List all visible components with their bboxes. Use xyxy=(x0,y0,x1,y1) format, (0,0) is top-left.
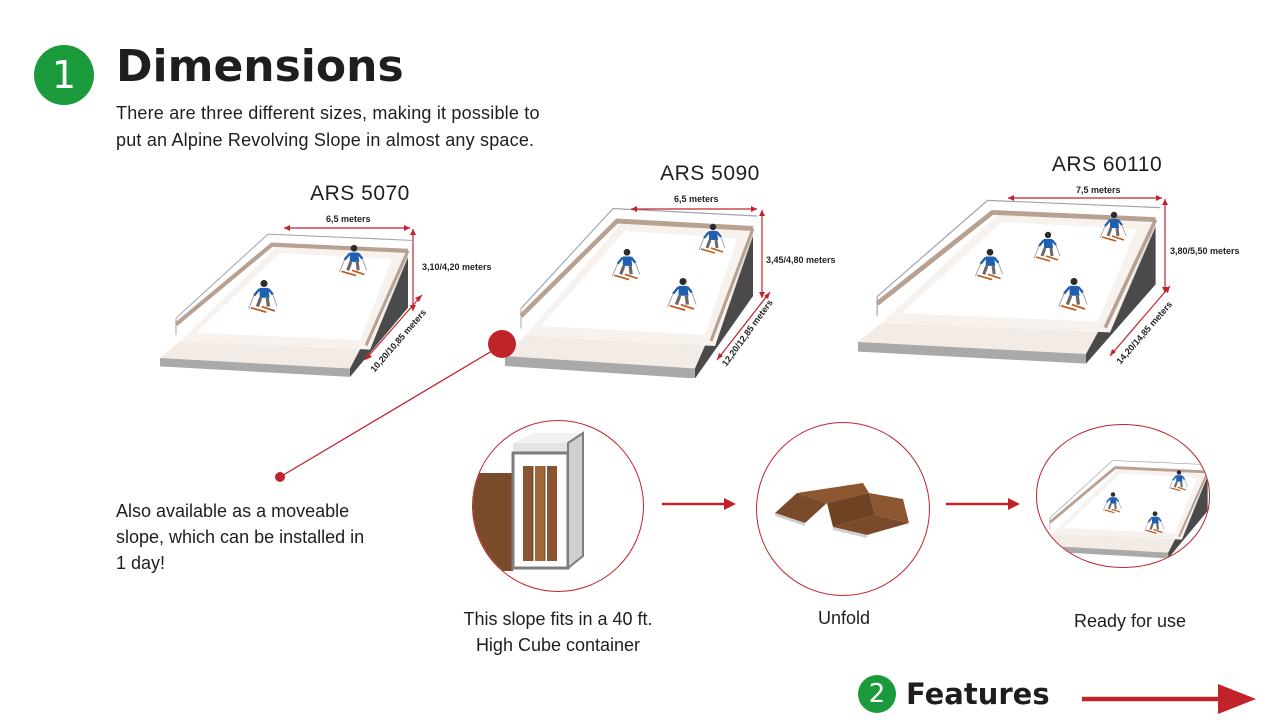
model-name: ARS 5090 xyxy=(660,162,760,185)
page-title: Dimensions xyxy=(116,41,404,92)
model-name: ARS 5070 xyxy=(310,182,410,205)
height-label: 3,80/5,50 meters xyxy=(1170,246,1240,256)
ski-slope-illustration xyxy=(160,225,423,382)
moveable-line: 1 day! xyxy=(116,553,166,573)
step-caption: Unfold xyxy=(764,605,924,631)
step-caption: This slope fits in a 40 ft. High Cube co… xyxy=(428,606,688,658)
next-section-title[interactable]: Features xyxy=(906,677,1050,711)
container-step-circle xyxy=(472,420,644,592)
caption-line: High Cube container xyxy=(475,635,641,655)
moveable-description: Also available as a moveable slope, whic… xyxy=(116,498,416,576)
ready-step-circle xyxy=(1036,424,1210,568)
container-icon xyxy=(473,431,584,571)
intro-line: put an Alpine Revolving Slope in almost … xyxy=(116,130,535,150)
unfold-icon xyxy=(775,483,909,538)
caption-line: This slope fits in a 40 ft. xyxy=(463,609,653,629)
moveable-line: slope, which can be installed in xyxy=(116,527,365,547)
height-label: 3,45/4,80 meters xyxy=(766,255,836,265)
caption-line: Ready for use xyxy=(1073,611,1187,631)
ski-slope-illustration xyxy=(858,195,1171,370)
width-label: 6,5 meters xyxy=(674,194,719,204)
intro-line: There are three different sizes, making … xyxy=(116,103,540,123)
arrow-right-icon xyxy=(662,498,736,510)
ski-slope-illustration xyxy=(1037,459,1209,560)
caption-line: Unfold xyxy=(817,608,871,628)
width-label: 6,5 meters xyxy=(326,214,371,224)
unfold-step-circle xyxy=(756,422,930,596)
intro-text: There are three different sizes, making … xyxy=(116,100,636,154)
callout-line xyxy=(275,330,516,482)
next-section-number-badge[interactable]: 2 xyxy=(858,675,896,713)
moveable-line: Also available as a moveable xyxy=(116,501,350,521)
width-label: 7,5 meters xyxy=(1076,185,1121,195)
ski-slope-illustration xyxy=(505,206,771,378)
next-section-number: 2 xyxy=(868,679,886,709)
section-number-badge: 1 xyxy=(34,45,94,105)
arrow-right-icon[interactable] xyxy=(1082,682,1262,716)
step-caption: Ready for use xyxy=(1030,608,1230,634)
height-label: 3,10/4,20 meters xyxy=(422,262,492,272)
model-name: ARS 60110 xyxy=(1051,153,1163,176)
section-number: 1 xyxy=(51,53,77,97)
arrow-right-icon xyxy=(946,498,1020,510)
